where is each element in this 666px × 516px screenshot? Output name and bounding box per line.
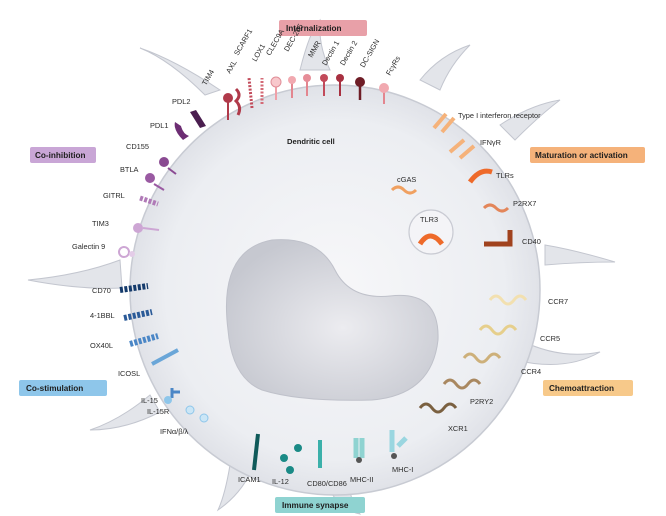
receptor-il-15: IL-15 <box>141 388 180 405</box>
svg-text:TIM4: TIM4 <box>200 68 216 87</box>
svg-text:OX40L: OX40L <box>90 341 113 350</box>
cell-title: Dendritic cell <box>287 137 335 146</box>
molecule-il-12: IL-12 <box>272 444 302 486</box>
svg-text:ICOSL: ICOSL <box>118 369 140 378</box>
category-internalization: Internalization <box>279 20 367 36</box>
category-co-inhibition: Co-inhibition <box>30 147 96 163</box>
svg-text:Immune synapse: Immune synapse <box>282 501 349 510</box>
svg-text:Maturation or activation: Maturation or activation <box>535 151 628 160</box>
receptor-clec9a: CLEC9A <box>264 28 286 100</box>
receptor-ccr4: CCR4 <box>462 352 541 376</box>
receptor-galectin9: Galectin 9 <box>72 242 135 258</box>
svg-text:CCR4: CCR4 <box>521 367 541 376</box>
receptor-tlrs: TLRs <box>467 168 514 184</box>
svg-text:DC-SIGN: DC-SIGN <box>358 37 381 69</box>
receptor-ox40l: OX40L <box>90 333 159 350</box>
molecule-icam1: ICAM1 <box>238 433 261 484</box>
svg-text:MHC-I: MHC-I <box>392 465 413 474</box>
receptor-xcr1: XCR1 <box>418 402 468 433</box>
svg-text:IL-12: IL-12 <box>272 477 289 486</box>
svg-text:MHC-II: MHC-II <box>350 475 373 484</box>
receptor-p2ry2: P2RY2 <box>442 378 493 406</box>
receptor-ccr7: CCR7 <box>488 294 568 306</box>
svg-text:Chemoattraction: Chemoattraction <box>549 384 614 393</box>
svg-text:AXL: AXL <box>224 58 239 75</box>
svg-text:CCR7: CCR7 <box>548 297 568 306</box>
receptor-btla: BTLA <box>120 165 165 191</box>
svg-text:IL-15R: IL-15R <box>147 407 169 416</box>
maturation-receptors: Type I interferon receptor IFNγR TLRs P2… <box>432 111 541 247</box>
category-immune-synapse: Immune synapse <box>275 497 365 513</box>
category-maturation: Maturation or activation <box>530 147 645 163</box>
svg-text:IFNα/β/λ: IFNα/β/λ <box>160 427 189 436</box>
receptor-il-15r: IL-15R <box>147 407 169 416</box>
sensor-tlr3: TLR3 <box>408 209 454 255</box>
svg-text:CD70: CD70 <box>92 286 111 295</box>
molecule-mhc-i: MHC-I <box>389 430 413 474</box>
svg-text:TIM3: TIM3 <box>92 219 109 228</box>
svg-text:GITRL: GITRL <box>103 191 125 200</box>
svg-text:TLR3: TLR3 <box>420 215 438 224</box>
svg-text:CD40: CD40 <box>522 237 541 246</box>
cytokine-ifn: IFNα/β/λ <box>160 405 209 436</box>
receptor-cd155: CD155 <box>126 142 177 175</box>
receptor-tim3: TIM3 <box>92 219 160 233</box>
svg-text:Co-inhibition: Co-inhibition <box>35 151 85 160</box>
receptor-gitrl: GITRL <box>103 191 159 207</box>
svg-text:PDL1: PDL1 <box>150 121 169 130</box>
svg-text:CCR5: CCR5 <box>540 334 560 343</box>
svg-text:SCARF1: SCARF1 <box>232 27 254 57</box>
svg-text:TLRs: TLRs <box>496 171 514 180</box>
nucleus <box>225 239 439 401</box>
chemoattraction-receptors: CCR7 CCR5 CCR4 P2RY2 XCR1 <box>418 294 568 433</box>
svg-text:P2RX7: P2RX7 <box>513 199 536 208</box>
svg-text:CD155: CD155 <box>126 142 149 151</box>
receptor-cd70: CD70 <box>92 283 149 295</box>
receptor-type-i-ifn: Type I interferon receptor <box>432 111 541 134</box>
svg-text:Co-stimulation: Co-stimulation <box>26 384 83 393</box>
sensor-cgas: cGAS <box>390 175 418 195</box>
receptor-ifngr: IFNγR <box>448 138 501 160</box>
co-inhibition-receptors: PDL2 PDL1 CD155 BTLA GITRL TIM3 Galectin… <box>72 97 206 258</box>
receptor-4-1bbl: 4-1BBL <box>90 309 153 321</box>
svg-text:cGAS: cGAS <box>397 175 416 184</box>
internal-sensors: cGAS TLR3 <box>390 175 454 255</box>
receptor-icosl: ICOSL <box>118 348 179 378</box>
svg-text:Type I interferon receptor: Type I interferon receptor <box>458 111 541 120</box>
svg-text:IFNγR: IFNγR <box>480 138 501 147</box>
svg-text:Internalization: Internalization <box>286 24 342 33</box>
svg-text:4-1BBL: 4-1BBL <box>90 311 115 320</box>
category-co-stimulation: Co-stimulation <box>19 380 107 396</box>
svg-text:CD80/CD86: CD80/CD86 <box>307 479 347 488</box>
immune-synapse-molecules: ICAM1 IL-12 CD80/CD86 MHC-II MHC-I <box>238 430 413 488</box>
svg-text:PDL2: PDL2 <box>172 97 191 106</box>
receptor-p2rx7: P2RX7 <box>482 199 536 213</box>
receptor-ccr5: CCR5 <box>478 324 560 343</box>
co-stimulation-receptors: CD70 4-1BBL OX40L ICOSL IL-15 IL-15R IFN… <box>90 283 209 436</box>
svg-text:FcγRs: FcγRs <box>384 54 402 77</box>
receptor-pdl1: PDL1 <box>150 121 189 140</box>
receptor-pdl2: PDL2 <box>172 97 206 128</box>
category-chemoattraction: Chemoattraction <box>543 380 633 396</box>
svg-text:XCR1: XCR1 <box>448 424 468 433</box>
svg-text:BTLA: BTLA <box>120 165 139 174</box>
molecule-cd80-cd86: CD80/CD86 <box>307 440 347 488</box>
svg-text:CLEC9A: CLEC9A <box>264 28 286 57</box>
svg-text:P2RY2: P2RY2 <box>470 397 493 406</box>
svg-text:Dectin 2: Dectin 2 <box>338 39 359 67</box>
receptor-cd40: CD40 <box>484 230 541 247</box>
svg-text:IL-15: IL-15 <box>141 396 158 405</box>
receptor-axl: AXL <box>224 58 242 116</box>
molecule-mhc-ii: MHC-II <box>350 438 373 484</box>
svg-text:ICAM1: ICAM1 <box>238 475 261 484</box>
svg-text:Galectin 9: Galectin 9 <box>72 242 105 251</box>
